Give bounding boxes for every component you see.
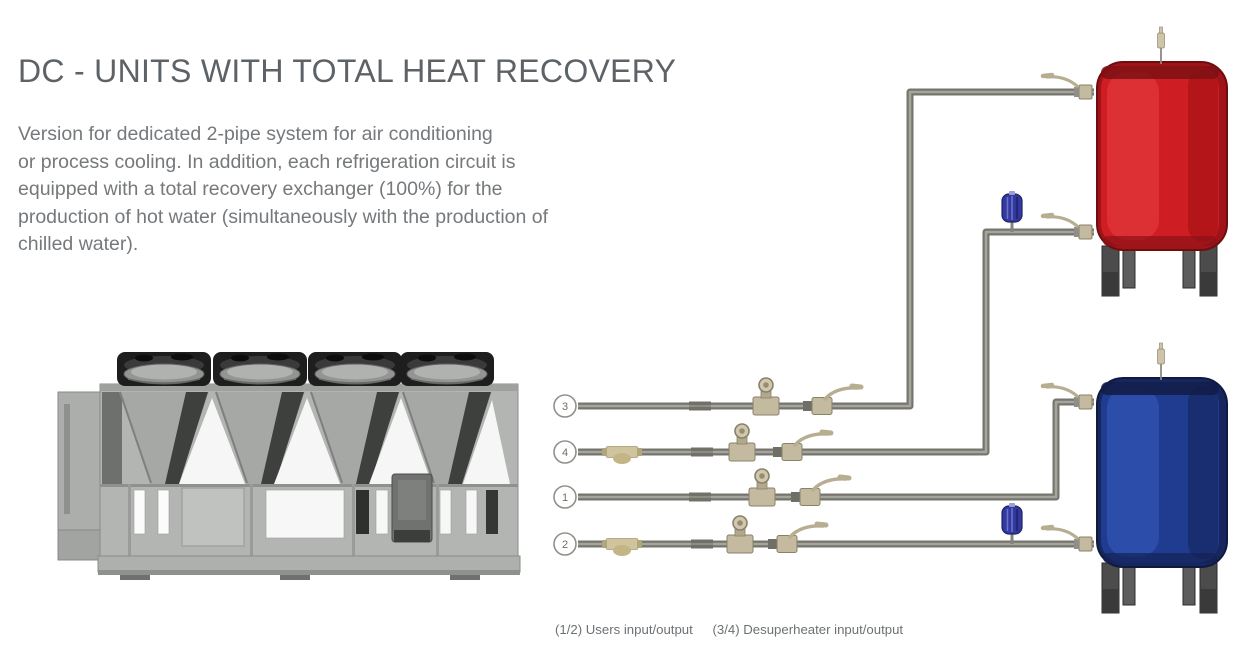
legend: (1/2) Users input/output (3/4) Desuperhe… xyxy=(555,622,919,637)
coupling-icon xyxy=(691,539,713,549)
check-valve-icon xyxy=(601,446,643,465)
condenser-coils xyxy=(119,391,510,484)
gauge-valve-icon xyxy=(728,423,756,462)
pipe-number: 1 xyxy=(562,492,568,504)
coupling-icon xyxy=(691,447,713,457)
coupling-icon xyxy=(689,401,711,411)
vent-valve-icon xyxy=(1157,342,1165,381)
pipe-number: 2 xyxy=(562,539,568,551)
chilled-water-tank xyxy=(1096,342,1228,614)
gauge-valve-icon xyxy=(726,515,754,554)
intro-paragraph: Version for dedicated 2-pipe system for … xyxy=(18,121,548,259)
pipe-desuperheater-3: 3 xyxy=(553,88,1094,418)
intro-line: production of hot water (simultaneously … xyxy=(18,205,549,228)
intro-line: chilled water). xyxy=(18,233,139,255)
pipe-number-badge xyxy=(553,394,577,418)
pipe-number-badge xyxy=(553,485,577,509)
lever-valve-icon xyxy=(791,477,849,506)
page-title: DC - UNITS WITH TOTAL HEAT RECOVERY xyxy=(18,53,677,90)
legend-users: (1/2) Users input/output xyxy=(555,622,693,637)
intro-line: Version for dedicated 2-pipe system for … xyxy=(18,123,493,145)
vent-valve-icon xyxy=(1157,26,1165,65)
expansion-vessel-icon xyxy=(1000,189,1024,234)
pipe-number-badge xyxy=(553,532,577,556)
pipe-number: 3 xyxy=(562,401,568,413)
chiller-unit-illustration xyxy=(57,351,521,580)
legend-desuperheater: (3/4) Desuperheater input/output xyxy=(712,622,904,637)
intro-line: or process cooling. In addition, each re… xyxy=(18,150,516,173)
hot-water-tank xyxy=(1096,26,1228,297)
lever-valve-icon xyxy=(803,386,861,415)
chiller-base-panels xyxy=(128,473,498,556)
gauge-valve-icon xyxy=(748,468,776,507)
pipe-users-2: 2 xyxy=(553,501,1094,557)
lever-valve-icon xyxy=(773,432,831,461)
expansion-vessel-icon xyxy=(1000,501,1024,546)
gauge-valve-icon xyxy=(752,377,780,416)
lever-valve-icon xyxy=(768,524,826,553)
coupling-icon xyxy=(689,492,711,502)
check-valve-icon xyxy=(601,538,643,557)
pipe-number: 4 xyxy=(562,447,568,459)
pipe-desuperheater-4: 4 xyxy=(553,189,1094,465)
intro-line: equipped with a total recovery exchanger… xyxy=(18,178,503,200)
pipe-number-badge xyxy=(553,440,577,464)
